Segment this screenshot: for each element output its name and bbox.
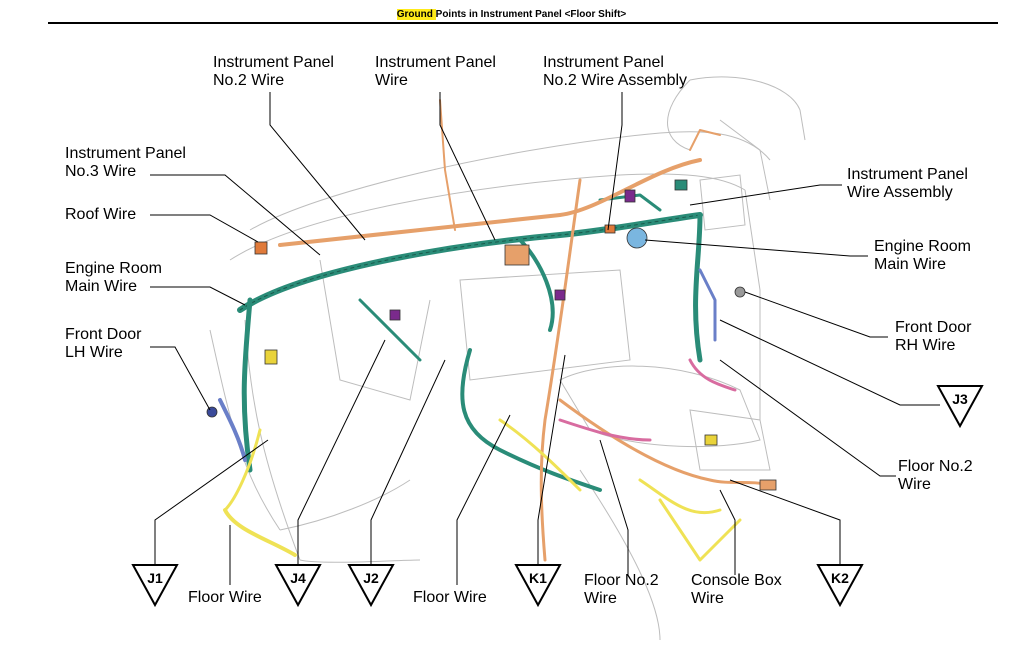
leader-j1 [154, 439, 269, 565]
roof-wire-connector [254, 241, 268, 255]
leader-front-door-lh [150, 346, 211, 411]
ground-point-j3: J3 [936, 385, 984, 429]
connector-purple-center [554, 289, 566, 301]
leader-k1 [537, 354, 566, 565]
label-roof-wire: Roof Wire [65, 206, 137, 223]
title-rest: Points in Instrument Panel <Floor Shift> [435, 9, 627, 20]
leader-k2 [729, 479, 841, 565]
leader-ip-no2-assembly [607, 92, 623, 231]
leader-ip-wire [439, 92, 496, 241]
front-door-lh-connector [206, 406, 218, 418]
leader-j3 [719, 319, 940, 406]
leader-floor-no2-bottom [599, 439, 629, 575]
front-door-rh-connector [734, 286, 746, 298]
leader-ip-no3-wire [150, 174, 321, 256]
ground-point-j1: J1 [131, 564, 179, 608]
leader-console-box [719, 489, 736, 575]
ground-points: J1 J4 J2 K1 K2 J3 [131, 385, 984, 608]
leader-lines [150, 92, 940, 585]
connector-purple-right [624, 189, 636, 203]
label-floor-wire-left: Floor Wire [188, 589, 262, 606]
leader-front-door-rh [744, 291, 888, 338]
connector-purple-left [389, 309, 401, 321]
console-connector [704, 434, 718, 446]
engine-room-connector [626, 227, 648, 249]
title-highlight: Ground [396, 9, 436, 20]
junction-connector [264, 349, 278, 365]
leader-engine-room-left [150, 286, 246, 306]
console-box-connector [759, 479, 777, 491]
ip-no2-connector [604, 224, 616, 234]
ground-point-k1: K1 [514, 564, 562, 608]
ground-label-j2: J2 [363, 570, 379, 586]
ground-point-j4: J4 [274, 564, 322, 608]
ground-label-j3: J3 [952, 391, 968, 407]
leader-floor-wire-center [456, 414, 511, 585]
leader-j4 [297, 339, 386, 565]
connectors [206, 179, 777, 491]
leader-ip-no2-wire [269, 92, 366, 241]
label-floor-wire-center: Floor Wire [413, 589, 487, 606]
ip-wire-assembly-connector [674, 179, 688, 191]
wire-harnesses [218, 99, 772, 562]
leader-ip-wire-assembly [689, 184, 842, 206]
ground-label-j4: J4 [290, 570, 306, 586]
dashboard-outline [209, 76, 806, 641]
leader-j2 [370, 359, 446, 565]
leader-roof-wire [150, 214, 259, 243]
ground-point-k2: K2 [816, 564, 864, 608]
ground-label-k2: K2 [831, 570, 849, 586]
leader-engine-room-right [644, 239, 868, 257]
ip-wire-junction [504, 244, 530, 266]
leader-floor-no2-right [719, 359, 896, 477]
ground-label-j1: J1 [147, 570, 163, 586]
ground-label-k1: K1 [529, 570, 547, 586]
page-title: Ground Points in Instrument Panel <Floor… [0, 9, 1023, 20]
ground-point-j2: J2 [347, 564, 395, 608]
title-rule [48, 22, 998, 24]
